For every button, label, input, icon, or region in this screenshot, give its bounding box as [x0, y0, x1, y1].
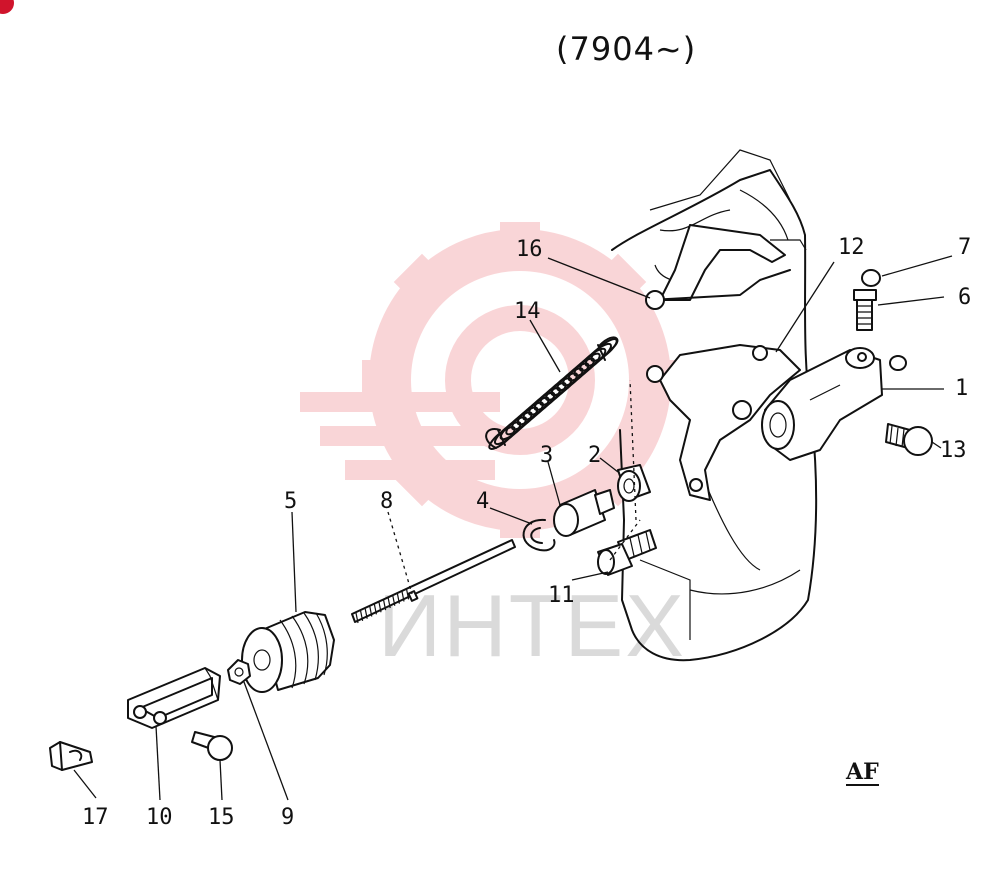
callout-4: 4	[476, 489, 489, 514]
slave-cylinder	[761, 347, 883, 461]
release-fork-lever	[646, 344, 801, 501]
callout-12: 12	[838, 235, 865, 260]
section-code: AF	[846, 759, 879, 786]
rod-thread	[383, 599, 387, 611]
rod-thread	[406, 589, 410, 600]
callout-3: 3	[540, 443, 553, 468]
callout-8: 8	[380, 489, 393, 514]
corner-badge	[0, 0, 14, 14]
rod-thread	[387, 597, 391, 609]
boot	[241, 611, 335, 693]
rod-thread	[360, 610, 364, 621]
bleeder-cap	[861, 269, 881, 287]
union-bolt	[885, 423, 933, 456]
callout-2: 2	[588, 443, 601, 468]
snap-ring	[522, 518, 556, 552]
rod-thread	[401, 591, 405, 602]
rod-thread	[373, 604, 377, 615]
bleeder-screw	[853, 289, 877, 331]
clevis	[127, 667, 221, 729]
leader-lines	[73, 255, 953, 801]
callout-15: 15	[208, 805, 235, 830]
page-title: (7904~)	[556, 30, 697, 68]
rod-thread	[378, 602, 382, 613]
clevis-pin	[191, 731, 233, 761]
callout-11: 11	[548, 583, 575, 608]
callout-6: 6	[958, 285, 971, 310]
rod-thread	[392, 595, 396, 606]
rod-thread	[364, 608, 368, 619]
callout-17: 17	[82, 805, 109, 830]
rod-thread	[396, 593, 400, 604]
callout-9: 9	[281, 805, 294, 830]
sleeve	[553, 489, 615, 537]
spring-coil	[590, 338, 618, 362]
callout-5: 5	[284, 489, 297, 514]
callouts: 1 2 3 4 5 6 7 8 9 10 11 12 13 14 15 16 1…	[82, 235, 971, 830]
callout-14: 14	[514, 299, 541, 324]
callout-1: 1	[955, 376, 968, 401]
push-rod	[351, 539, 516, 624]
rod-thread	[369, 606, 373, 617]
callout-13: 13	[940, 438, 967, 463]
rod-thread	[355, 612, 359, 624]
nut	[227, 659, 251, 685]
callout-10: 10	[146, 805, 173, 830]
watermark-text: ИНТЕХ	[378, 576, 686, 675]
callout-16: 16	[516, 237, 543, 262]
bracket-arm	[645, 224, 791, 310]
return-spring	[485, 336, 619, 450]
callout-7: 7	[958, 235, 971, 260]
bleeder-cap-small	[889, 355, 907, 371]
bolt	[597, 529, 657, 576]
clip	[49, 741, 93, 771]
